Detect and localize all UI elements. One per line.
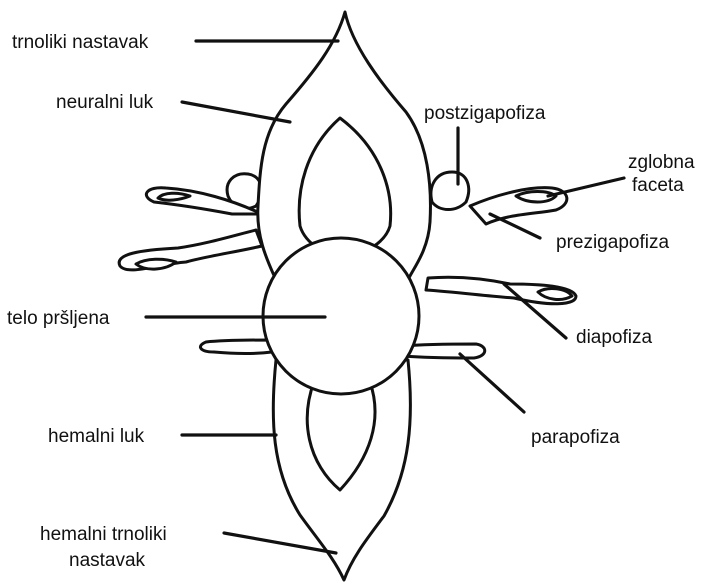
label-postzigapofiza: postzigapofiza [424, 103, 546, 124]
leader-neuralni-luk [182, 102, 290, 122]
label-neuralni-luk: neuralni luk [56, 92, 154, 113]
parapophysis-left [200, 340, 272, 354]
label-parapofiza: parapofiza [531, 427, 620, 448]
label-telo-prsljena: telo pršljena [7, 308, 110, 329]
label-prezigapofiza: prezigapofiza [556, 232, 669, 253]
label-hemalni-trnoliki-line1: hemalni trnoliki [40, 524, 167, 545]
label-zglobna-faceta-line2: faceta [632, 175, 684, 196]
facet-lower-left [136, 259, 176, 269]
postzygapophysis-right [431, 172, 469, 210]
leader-zglobna-faceta [548, 178, 624, 196]
parapophysis-right [404, 344, 485, 358]
label-zglobna-faceta-line1: zglobna [628, 152, 695, 173]
label-diapofiza: diapofiza [576, 327, 652, 348]
leader-parapofiza [460, 354, 524, 412]
leader-prezigapofiza [490, 214, 540, 238]
vertebra-drawing [119, 12, 576, 580]
label-trnoliki-nastavak: trnoliki nastavak [12, 32, 149, 53]
label-hemalni-trnoliki-line2: nastavak [69, 550, 146, 571]
label-hemalni-luk: hemalni luk [48, 426, 145, 447]
facet-upper-left [158, 193, 190, 200]
